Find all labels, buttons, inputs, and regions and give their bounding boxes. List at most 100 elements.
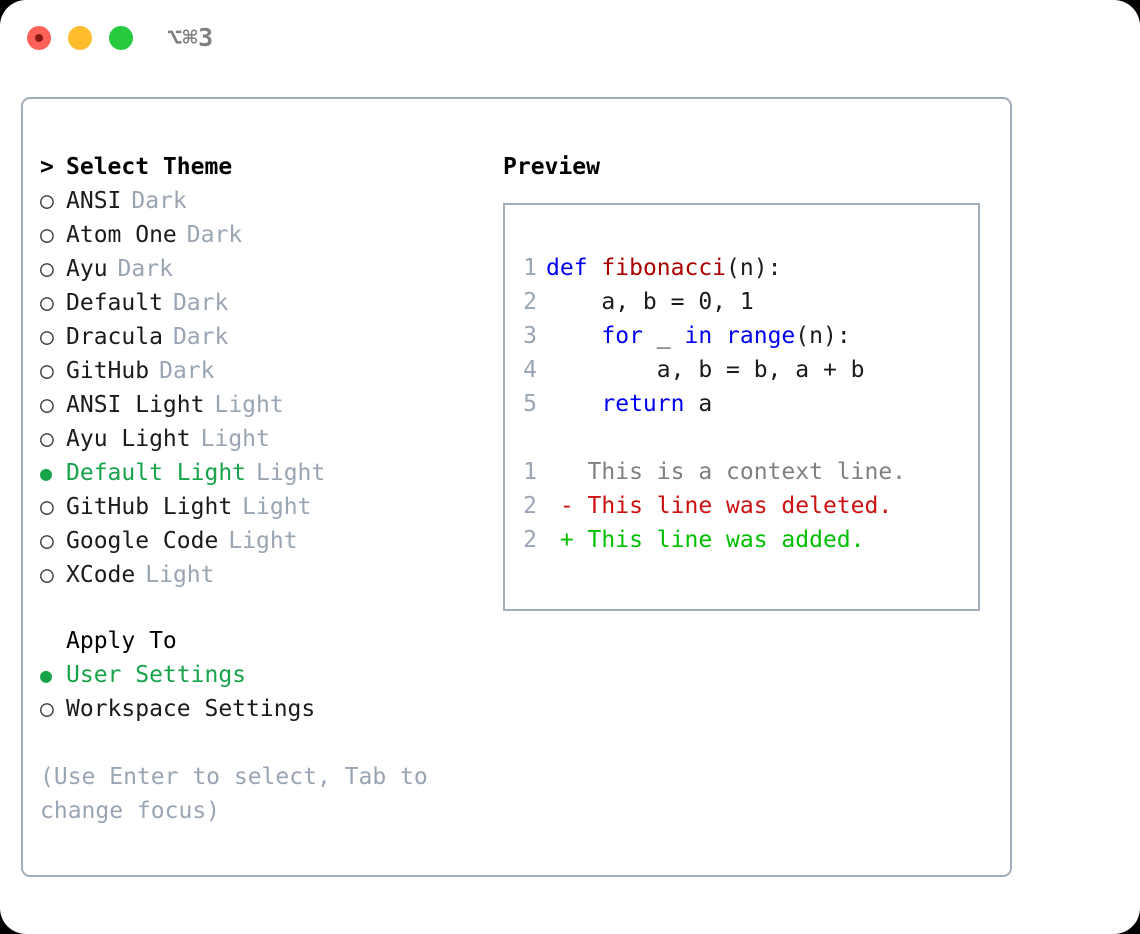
minimize-button[interactable] [68,26,92,50]
radio-unselected-icon: ○ [40,426,54,452]
diff-lines: 1 This is a context line.2 - This line w… [513,455,972,557]
theme-item-kind: Light [145,562,215,588]
radio-unselected-icon: ○ [40,528,54,554]
code-token [546,323,601,349]
diff-line-text: - This line was deleted. [546,493,893,519]
code-token [546,391,601,417]
radio-unselected-icon: ○ [40,222,54,248]
maximize-button[interactable] [109,26,133,50]
close-button[interactable] [27,26,51,50]
code-token [588,255,602,281]
radio-unselected-icon: ○ [40,256,54,282]
diff-line-text: + This line was added. [546,527,865,553]
theme-item-name: XCode [66,562,136,588]
code-line: 3 for _ in range(n): [513,319,972,353]
code-line-text: def fibonacci(n): [537,251,781,285]
code-token: for [601,323,643,349]
code-diff-gap [513,421,972,455]
radio-selected-icon: ● [40,461,53,485]
radio-unselected-icon: ○ [40,188,54,214]
theme-item-name: Dracula [66,324,163,350]
code-line-text: for _ in range(n): [537,319,850,353]
code-token: (n): [726,255,782,281]
radio-selected-icon: ● [40,663,53,687]
code-line: 5 return a [513,387,972,421]
code-token: fibonacci [601,255,727,281]
line-number: 2 [523,289,537,315]
theme-item-kind: Light [200,426,270,452]
theme-item-kind: Dark [172,290,229,316]
title-bar: ⌥⌘3 [0,0,1140,78]
theme-item-kind: Dark [186,222,243,248]
apply-to-option-label: Workspace Settings [66,696,316,722]
diff-line: 2 + This line was added. [513,523,972,557]
theme-item-kind: Dark [172,324,229,350]
line-number: 4 [523,357,537,383]
code-token: _ [642,323,685,349]
theme-item-name: Ayu [66,256,108,282]
theme-item-name: Default Light [66,460,247,486]
diff-line: 1 This is a context line. [513,455,972,489]
code-token: return [601,391,685,417]
apply-to-option[interactable]: ○ Workspace Settings [40,692,470,726]
line-number: 2 [523,527,537,553]
code-line: 4 a, b = b, a + b [513,353,972,387]
apply-to-option[interactable]: ● User Settings [40,658,470,692]
theme-picker-title: Select Theme [66,154,233,180]
line-number: 1 [523,255,537,281]
preview-title: Preview [503,154,600,180]
theme-item[interactable]: ○ XCode Light [40,558,470,592]
theme-picker-header: > Select Theme [40,150,470,184]
diff-line-text: This is a context line. [546,459,907,485]
theme-item-kind: Light [214,392,284,418]
theme-item-name: GitHub [66,358,150,384]
theme-item-kind: Light [242,494,312,520]
code-token: range [726,323,796,349]
prompt-caret-icon: > [40,154,54,180]
theme-item[interactable]: ○ ANSI Dark [40,184,470,218]
radio-unselected-icon: ○ [40,358,54,384]
theme-item-name: ANSI Light [66,392,205,418]
code-line: 2 a, b = 0, 1 [513,285,972,319]
code-line-text: a, b = 0, 1 [537,285,754,319]
code-token: in [684,323,713,349]
theme-item-name: ANSI [66,188,122,214]
section-spacer [40,592,470,624]
code-token: def [546,255,588,281]
keyboard-shortcut-label: ⌥⌘3 [167,23,214,52]
theme-item-name: Default [66,290,163,316]
theme-item-kind: Light [228,528,298,554]
code-token: a, b = b, a + b [546,357,865,383]
apply-to-label: Apply To [66,628,177,654]
apply-to-list: ● User Settings ○ Workspace Settings [40,658,470,726]
code-line-text: return a [537,387,712,421]
diff-line: 2 - This line was deleted. [513,489,972,523]
line-number: 3 [523,323,537,349]
keyboard-hint: (Use Enter to select, Tab to change focu… [40,764,442,824]
code-token: a, b = 0, 1 [546,289,754,315]
theme-item-name: GitHub Light [66,494,233,520]
code-token: a [684,391,713,417]
radio-unselected-icon: ○ [40,696,54,722]
radio-unselected-icon: ○ [40,562,54,588]
apply-to-option-label: User Settings [66,662,247,688]
theme-item-kind: Dark [131,188,187,214]
